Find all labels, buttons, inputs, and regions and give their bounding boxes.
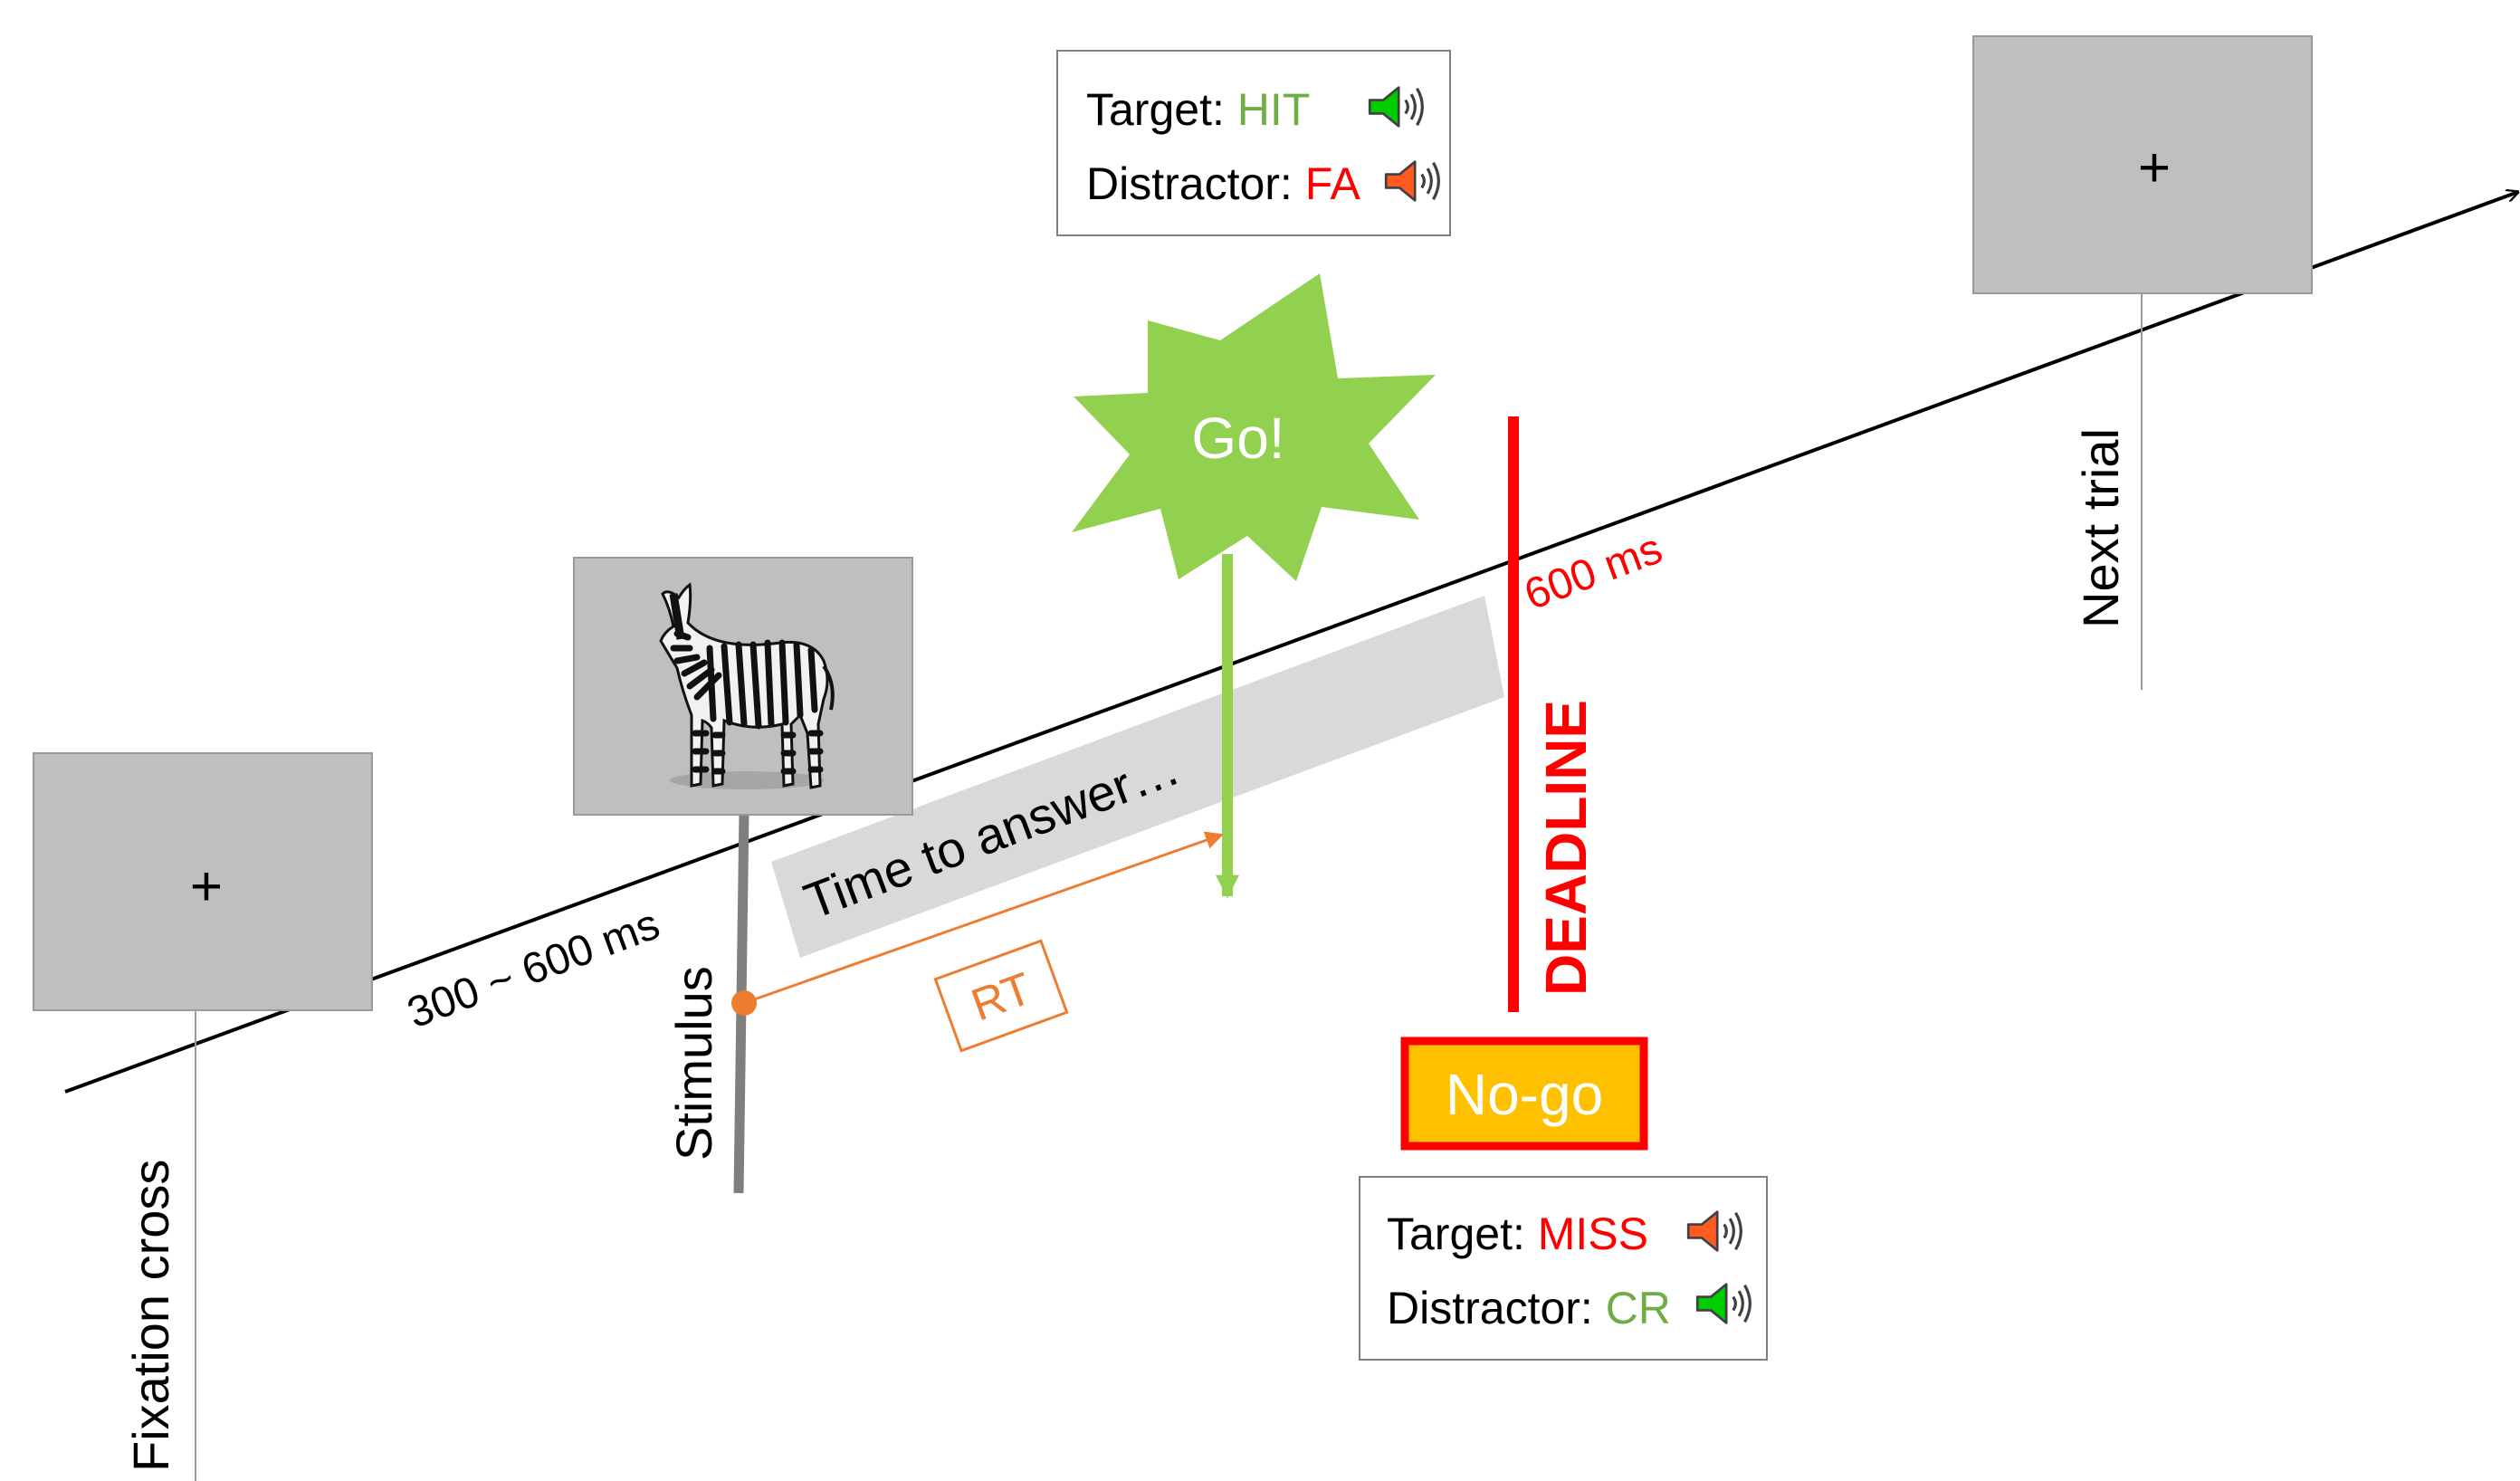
go-burst xyxy=(1072,273,1436,581)
deadline-label: DEADLINE xyxy=(1533,700,1599,996)
nogo-target-label: Target: xyxy=(1387,1209,1538,1259)
go-distractor-label: Distractor: xyxy=(1086,158,1305,209)
go-target-outcome: HIT xyxy=(1237,84,1311,135)
nogo-target-outcome: MISS xyxy=(1538,1209,1648,1259)
time-to-answer-band xyxy=(771,596,1504,958)
rt-box: RT xyxy=(933,939,1069,1053)
fixation-cross-label: Fixation cross xyxy=(122,1160,179,1472)
nogo-outcomes-box xyxy=(1359,1176,1768,1361)
timeline-axis xyxy=(64,192,2518,1094)
nogo-distractor-label: Distractor: xyxy=(1387,1283,1606,1333)
go-distractor-row: Distractor: FA xyxy=(1086,158,1360,209)
fixation-screen xyxy=(33,752,373,1011)
go-label: Go! xyxy=(1191,406,1284,471)
go-distractor-outcome: FA xyxy=(1305,158,1361,209)
zebra-image xyxy=(659,582,835,789)
nogo-distractor-row: Distractor: CR xyxy=(1387,1283,1671,1333)
nogo-distractor-outcome: CR xyxy=(1606,1283,1671,1333)
go-outcomes-box xyxy=(1056,50,1451,236)
fixation-cross-symbol: + xyxy=(190,855,223,918)
next-trial-label: Next trial xyxy=(2072,428,2129,628)
nogo-label: No-go xyxy=(1446,1062,1603,1127)
deadline-time-label: 600 ms xyxy=(1518,525,1668,620)
nogo-target-row: Target: MISS xyxy=(1387,1209,1648,1259)
next-trial-screen xyxy=(1972,35,2313,294)
rt-arrow xyxy=(743,831,1224,1005)
stimulus-label: Stimulus xyxy=(665,966,722,1161)
go-target-label: Target: xyxy=(1086,84,1237,135)
go-target-row: Target: HIT xyxy=(1086,84,1310,135)
next-trial-cross-symbol: + xyxy=(2138,137,2171,199)
stimulus-onset-dot xyxy=(731,990,757,1016)
nogo-box xyxy=(1400,1037,1648,1151)
